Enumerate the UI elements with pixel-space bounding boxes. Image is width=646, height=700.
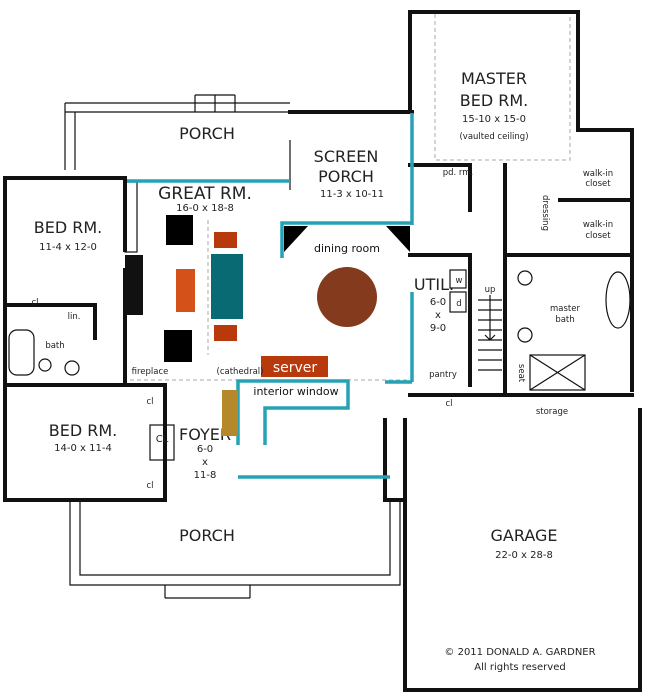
screen-porch: SCREEN PORCH 11-3 x 10-11 xyxy=(288,110,414,200)
garage: GARAGE 22-0 x 28-8 © 2011 DONALD A. GARD… xyxy=(403,408,642,692)
foyer-dim-3: 11-8 xyxy=(194,470,217,481)
dining-corner-right xyxy=(386,226,410,252)
foyer-closet-label: CL xyxy=(156,434,169,445)
chair xyxy=(214,232,237,248)
screen-porch-dims: 11-3 x 10-11 xyxy=(320,189,384,200)
garage-dims: 22-0 x 28-8 xyxy=(495,550,553,561)
chair xyxy=(214,325,237,341)
great-room-labels: GREAT RM. 16-0 x 18-8 fireplace (cathedr… xyxy=(132,184,264,377)
great-rm-label: GREAT RM. xyxy=(158,184,252,204)
porch-bottom: PORCH xyxy=(69,500,401,599)
great-rm-note: (cathedral) xyxy=(217,367,264,377)
screen-porch-label-2: PORCH xyxy=(318,167,374,186)
master-bath-label-2: bath xyxy=(555,315,574,325)
master-dims: 15-10 x 15-0 xyxy=(462,114,526,125)
master-bath-label: master xyxy=(550,304,580,314)
great-rm-dims: 16-0 x 18-8 xyxy=(176,203,234,214)
bath-label: bath xyxy=(45,341,64,351)
util-label: UTIL. xyxy=(414,275,454,294)
copyright-line-1: © 2011 DONALD A. GARDNER xyxy=(444,647,595,658)
fireplace-label: fireplace xyxy=(132,367,169,377)
foyer-label: FOYER xyxy=(179,425,231,444)
foyer-dim-2: x xyxy=(202,457,208,468)
foyer: FOYER 6-0 x 11-8 xyxy=(179,418,407,502)
dining-room-label: dining room xyxy=(314,242,380,255)
bed-rm-2-dims: 14-0 x 11-4 xyxy=(54,443,112,454)
bed-rm-1-label: BED RM. xyxy=(34,218,103,237)
armchair xyxy=(166,215,193,245)
cl-label: cl xyxy=(146,397,153,407)
walk-in-closet-1-label: walk-in xyxy=(583,169,613,179)
bed-rm-2-label: BED RM. xyxy=(49,421,118,440)
cl-label: cl xyxy=(146,481,153,491)
washer-label: w xyxy=(456,276,463,286)
master-note: (vaulted ceiling) xyxy=(459,132,528,142)
cl-label: cl xyxy=(31,298,38,308)
dressing-label: dressing xyxy=(540,195,550,231)
coffee-table xyxy=(211,254,243,319)
storage-label: storage xyxy=(536,407,568,417)
seat-label: seat xyxy=(516,364,526,383)
pd-rm-label: pd. rm. xyxy=(443,168,474,178)
master-label-1: MASTER xyxy=(461,69,527,88)
interior-window-label: interior window xyxy=(253,385,338,398)
armchair xyxy=(164,330,192,362)
walk-in-closet-1-label-2: closet xyxy=(585,179,611,189)
walk-in-closet-2-label-2: closet xyxy=(585,231,611,241)
dining-table xyxy=(317,267,377,327)
lin-label: lin. xyxy=(68,312,81,322)
bench xyxy=(222,390,238,436)
util-dim-3: 9-0 xyxy=(430,323,446,334)
master-label-2: BED RM. xyxy=(460,91,529,110)
porch-bottom-label: PORCH xyxy=(179,526,235,545)
garage-label: GARAGE xyxy=(491,526,558,545)
util-dim-2: x xyxy=(435,310,441,321)
pantry-label: pantry xyxy=(429,370,457,380)
porch-top: PORCH xyxy=(64,94,290,170)
server xyxy=(261,356,328,377)
dryer-label: d xyxy=(456,299,461,309)
util-dim-1: 6-0 xyxy=(430,297,446,308)
screen-porch-label: SCREEN xyxy=(314,147,379,166)
master-wing: MASTER BED RM. 15-10 x 15-0 (vaulted cei… xyxy=(408,10,634,417)
fireplace xyxy=(125,255,143,315)
copyright-line-2: All rights reserved xyxy=(474,662,565,673)
porch-top-label: PORCH xyxy=(179,124,235,143)
stairs-up-label: up xyxy=(485,285,496,295)
foyer-dim-1: 6-0 xyxy=(197,444,213,455)
dining-corner-left xyxy=(284,226,308,252)
sofa xyxy=(176,269,195,312)
bedrooms-left: BED RM. 11-4 x 12-0 cl lin. bath BED RM.… xyxy=(3,176,175,502)
server-label: server xyxy=(273,360,318,376)
walk-in-closet-2-label: walk-in xyxy=(583,220,613,230)
bed-rm-1-dims: 11-4 x 12-0 xyxy=(39,242,97,253)
cl-label: cl xyxy=(445,399,452,409)
design-overlay: dining room server interior window xyxy=(127,113,414,479)
